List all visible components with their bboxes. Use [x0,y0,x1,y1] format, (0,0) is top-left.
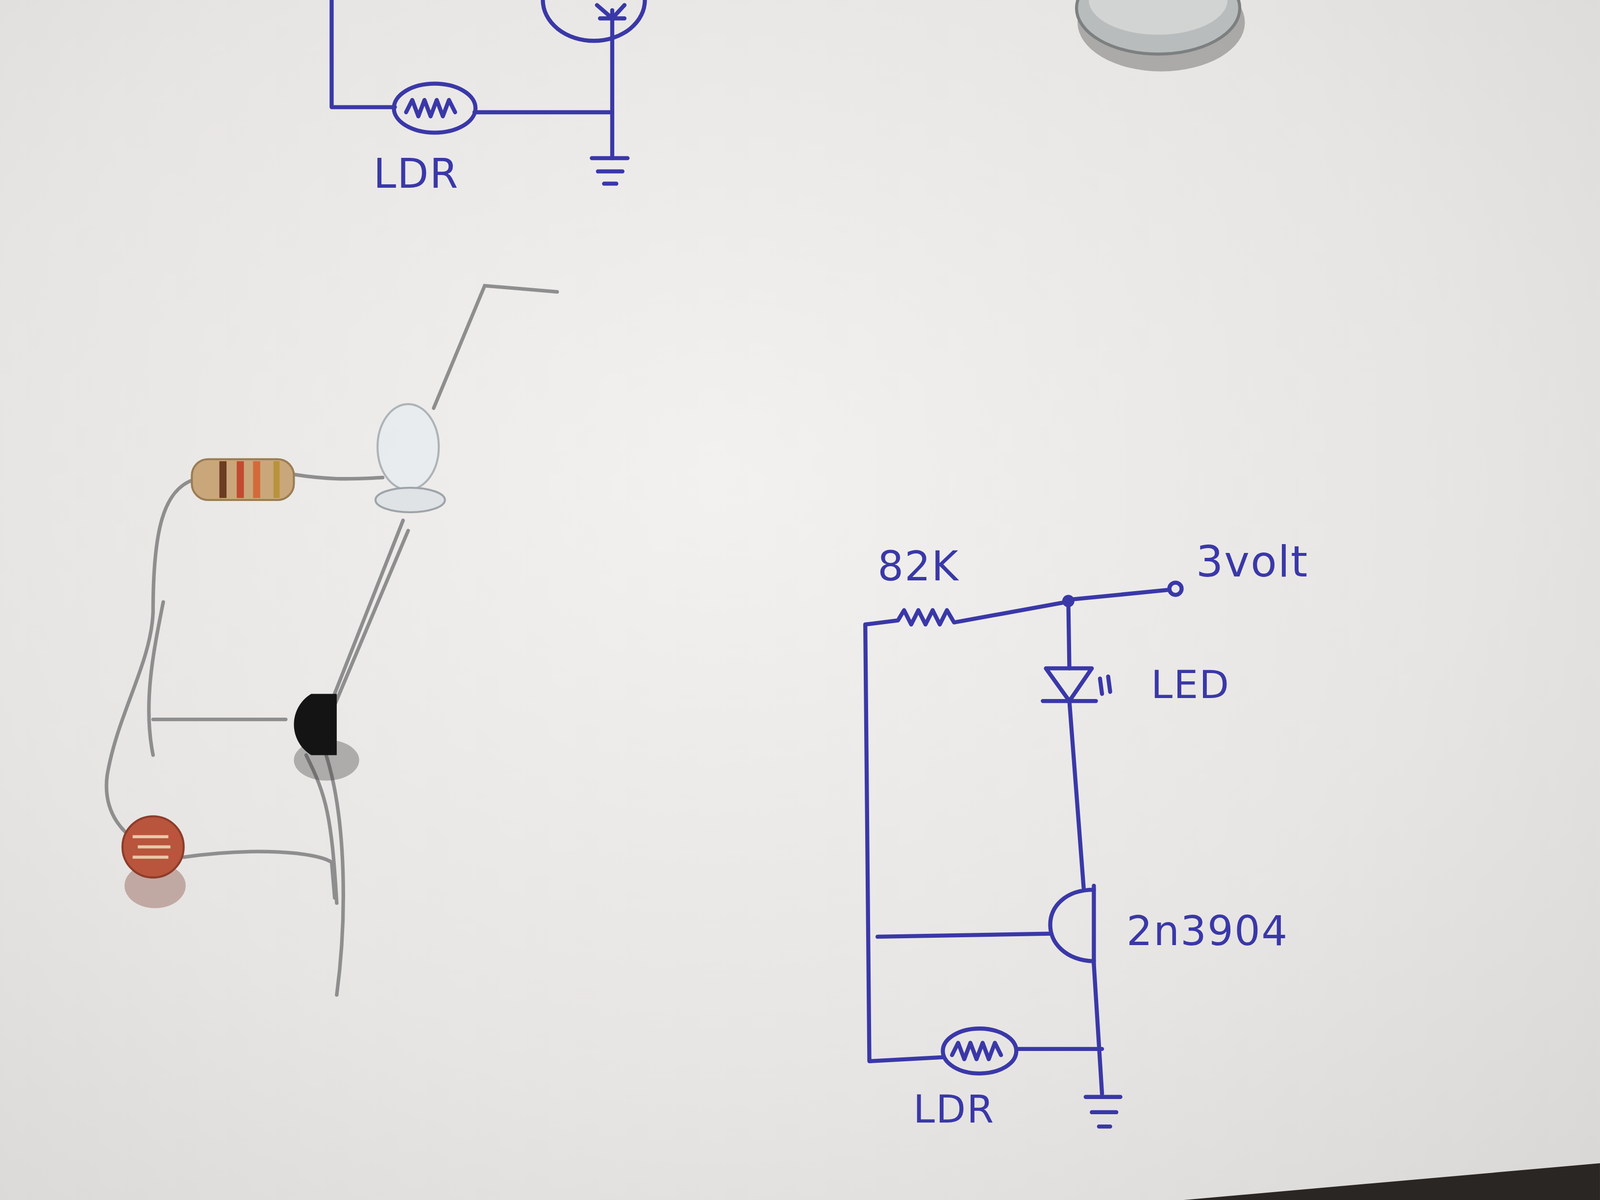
base-wire [877,933,1051,937]
ldr-zigzag [951,1042,1001,1059]
handwritten-label: LDR [913,1089,995,1129]
lead-wire [149,601,164,755]
wire [1093,964,1102,1094]
ldr-symbol [942,1028,1017,1074]
resistor-band [219,461,227,499]
wire [1016,1047,1102,1051]
handwritten-label: 82K [877,546,960,587]
lead-wire [433,285,558,409]
coin-cell [1076,0,1240,54]
led-rim [375,487,446,513]
led-symbol [1042,668,1096,701]
handwritten-label: 2n3904 [1126,910,1289,951]
resistor-band [252,461,261,499]
wire [610,10,615,159]
handwritten-label: LED [1150,665,1230,704]
diode-mark [597,4,625,19]
resistor-part [191,459,294,500]
lead-wire [328,530,408,720]
handwritten-label: LDR [373,152,460,194]
ldr-symbol [393,83,476,133]
transistor-bar [1091,885,1096,965]
handwritten-label: 3volt [1196,540,1309,584]
table-edge [1183,1163,1600,1200]
ldr-zigzag [405,100,455,117]
coin-face [1088,0,1228,35]
wire [1068,601,1070,669]
ldr-part [122,816,184,878]
lead-wire [326,520,403,715]
wire [865,624,944,1062]
terminal [1169,582,1182,596]
wire [1066,589,1170,600]
transistor-part [294,693,337,755]
ldr-track [132,836,171,858]
lead-wire [183,851,335,899]
led-part [377,403,439,490]
wire [474,110,613,115]
led-symbol [542,0,645,41]
wire [1069,700,1084,888]
transistor-body [1050,889,1094,962]
light-arrows [1100,676,1111,694]
resistor-band [273,461,280,499]
resistor-band [236,461,245,499]
ground-symbol [1085,1097,1121,1127]
lead-wire [294,474,383,479]
wire [331,0,396,108]
resistor-symbol [865,601,1067,625]
lead-wire [152,717,286,722]
lead-wire [106,479,194,845]
ground-symbol [591,158,628,184]
